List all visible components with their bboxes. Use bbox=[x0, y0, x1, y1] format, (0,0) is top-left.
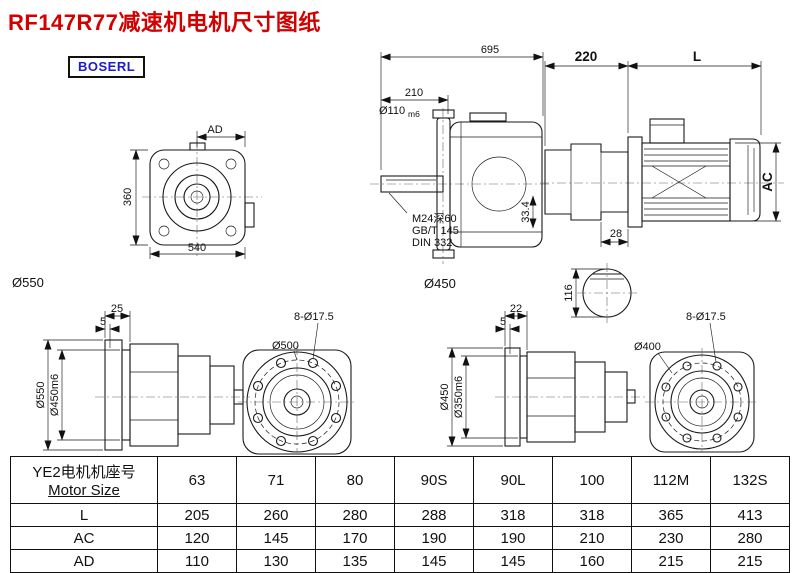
table-row-AC: AC 120 145 170 190 190 210 230 280 bbox=[10, 526, 790, 550]
dim-holes-1: 8-Ø17.5 bbox=[294, 311, 334, 323]
row-label-AC: AC bbox=[10, 526, 158, 550]
size-col-100: 100 bbox=[552, 456, 632, 504]
value-cell: 318 bbox=[552, 503, 632, 527]
size-col-112m: 112M bbox=[631, 456, 711, 504]
dim-360: 360 bbox=[122, 188, 134, 206]
brand-logo: BOSERL bbox=[68, 56, 146, 78]
motor-size-table: YE2电机机座号 Motor Size 63 71 80 90S 90L 100… bbox=[10, 456, 790, 573]
value-cell: 145 bbox=[236, 526, 316, 550]
value-cell: 145 bbox=[473, 549, 553, 573]
motor-view: 220 L AC 28 116 bbox=[540, 49, 784, 323]
value-cell: 230 bbox=[631, 526, 711, 550]
technical-drawing: AD 360 540 Ø550 695 210 Ø110 m6 M bbox=[12, 44, 784, 455]
table-row-L: L 205 260 280 288 318 318 365 413 bbox=[10, 503, 790, 527]
value-cell: 110 bbox=[157, 549, 237, 573]
note-gbt: GB/T 145 bbox=[412, 225, 459, 237]
value-cell: 120 bbox=[157, 526, 237, 550]
table-row-AD: AD 110 130 135 145 145 160 215 215 bbox=[10, 549, 790, 573]
dim-holes-2: 8-Ø17.5 bbox=[686, 311, 726, 323]
value-cell: 288 bbox=[394, 503, 474, 527]
page-title: RF147R77减速机电机尺寸图纸 bbox=[8, 10, 321, 35]
flange550-front-view: 8-Ø17.5 Ø500 bbox=[238, 311, 356, 455]
flange550-side-view: 25 5 Ø550 Ø450m6 bbox=[35, 303, 250, 451]
dim-5a: 5 bbox=[100, 316, 106, 328]
size-col-90l: 90L bbox=[473, 456, 553, 504]
size-col-71: 71 bbox=[236, 456, 316, 504]
header-cn: YE2电机机座号 bbox=[32, 464, 136, 481]
dim-bc-500: Ø500 bbox=[272, 340, 299, 352]
dim-116: 116 bbox=[563, 284, 575, 302]
dim-od-450: Ø450 bbox=[439, 384, 451, 411]
dim-33-4: 33.4 bbox=[520, 201, 532, 222]
note-din: DIN 332 bbox=[412, 237, 452, 249]
flange450-front-view: 8-Ø17.5 Ø400 bbox=[634, 311, 759, 453]
dim-695: 695 bbox=[481, 44, 499, 56]
flange450-side-view: 22 5 Ø450 Ø350m6 bbox=[439, 303, 648, 447]
size-col-63: 63 bbox=[157, 456, 237, 504]
value-cell: 280 bbox=[710, 526, 790, 550]
dim-spigot-350: Ø350m6 bbox=[453, 376, 465, 418]
dim-shaft-dia: Ø110 bbox=[379, 105, 405, 117]
size-col-80: 80 bbox=[315, 456, 395, 504]
row-label-L: L bbox=[10, 503, 158, 527]
dim-220: 220 bbox=[575, 49, 598, 64]
dim-shaft-tol: m6 bbox=[408, 109, 420, 119]
value-cell: 130 bbox=[236, 549, 316, 573]
side-view: 695 210 Ø110 m6 M24深60 GB/T 145 DIN 332 … bbox=[370, 44, 552, 291]
header-en: Motor Size bbox=[48, 482, 120, 499]
dim-L: L bbox=[693, 49, 701, 64]
value-cell: 160 bbox=[552, 549, 632, 573]
dim-flange-od-550: Ø550 bbox=[12, 275, 44, 290]
value-cell: 215 bbox=[631, 549, 711, 573]
value-cell: 205 bbox=[157, 503, 237, 527]
value-cell: 190 bbox=[394, 526, 474, 550]
row-label-AD: AD bbox=[10, 549, 158, 573]
dim-od-550: Ø550 bbox=[35, 382, 47, 409]
front-view: AD 360 540 Ø550 bbox=[12, 124, 262, 290]
value-cell: 210 bbox=[552, 526, 632, 550]
value-cell: 280 bbox=[315, 503, 395, 527]
dim-ad: AD bbox=[207, 124, 222, 136]
value-cell: 318 bbox=[473, 503, 553, 527]
value-cell: 413 bbox=[710, 503, 790, 527]
value-cell: 260 bbox=[236, 503, 316, 527]
value-cell: 145 bbox=[394, 549, 474, 573]
value-cell: 135 bbox=[315, 549, 395, 573]
value-cell: 215 bbox=[710, 549, 790, 573]
dim-spigot-450: Ø450m6 bbox=[49, 374, 61, 416]
value-cell: 190 bbox=[473, 526, 553, 550]
dim-flange-od-450: Ø450 bbox=[424, 276, 456, 291]
value-cell: 365 bbox=[631, 503, 711, 527]
dim-210: 210 bbox=[405, 87, 423, 99]
dim-25: 25 bbox=[111, 303, 123, 315]
dim-5b: 5 bbox=[500, 316, 506, 328]
dim-bc-400: Ø400 bbox=[634, 341, 661, 353]
dim-22: 22 bbox=[510, 303, 522, 315]
note-tap: M24深60 bbox=[412, 212, 457, 225]
value-cell: 170 bbox=[315, 526, 395, 550]
dim-28: 28 bbox=[610, 228, 622, 240]
dim-540: 540 bbox=[188, 242, 206, 254]
size-col-90s: 90S bbox=[394, 456, 474, 504]
size-col-132s: 132S bbox=[710, 456, 790, 504]
dim-AC: AC bbox=[760, 172, 775, 192]
header-motor-size: YE2电机机座号 Motor Size bbox=[10, 456, 158, 504]
